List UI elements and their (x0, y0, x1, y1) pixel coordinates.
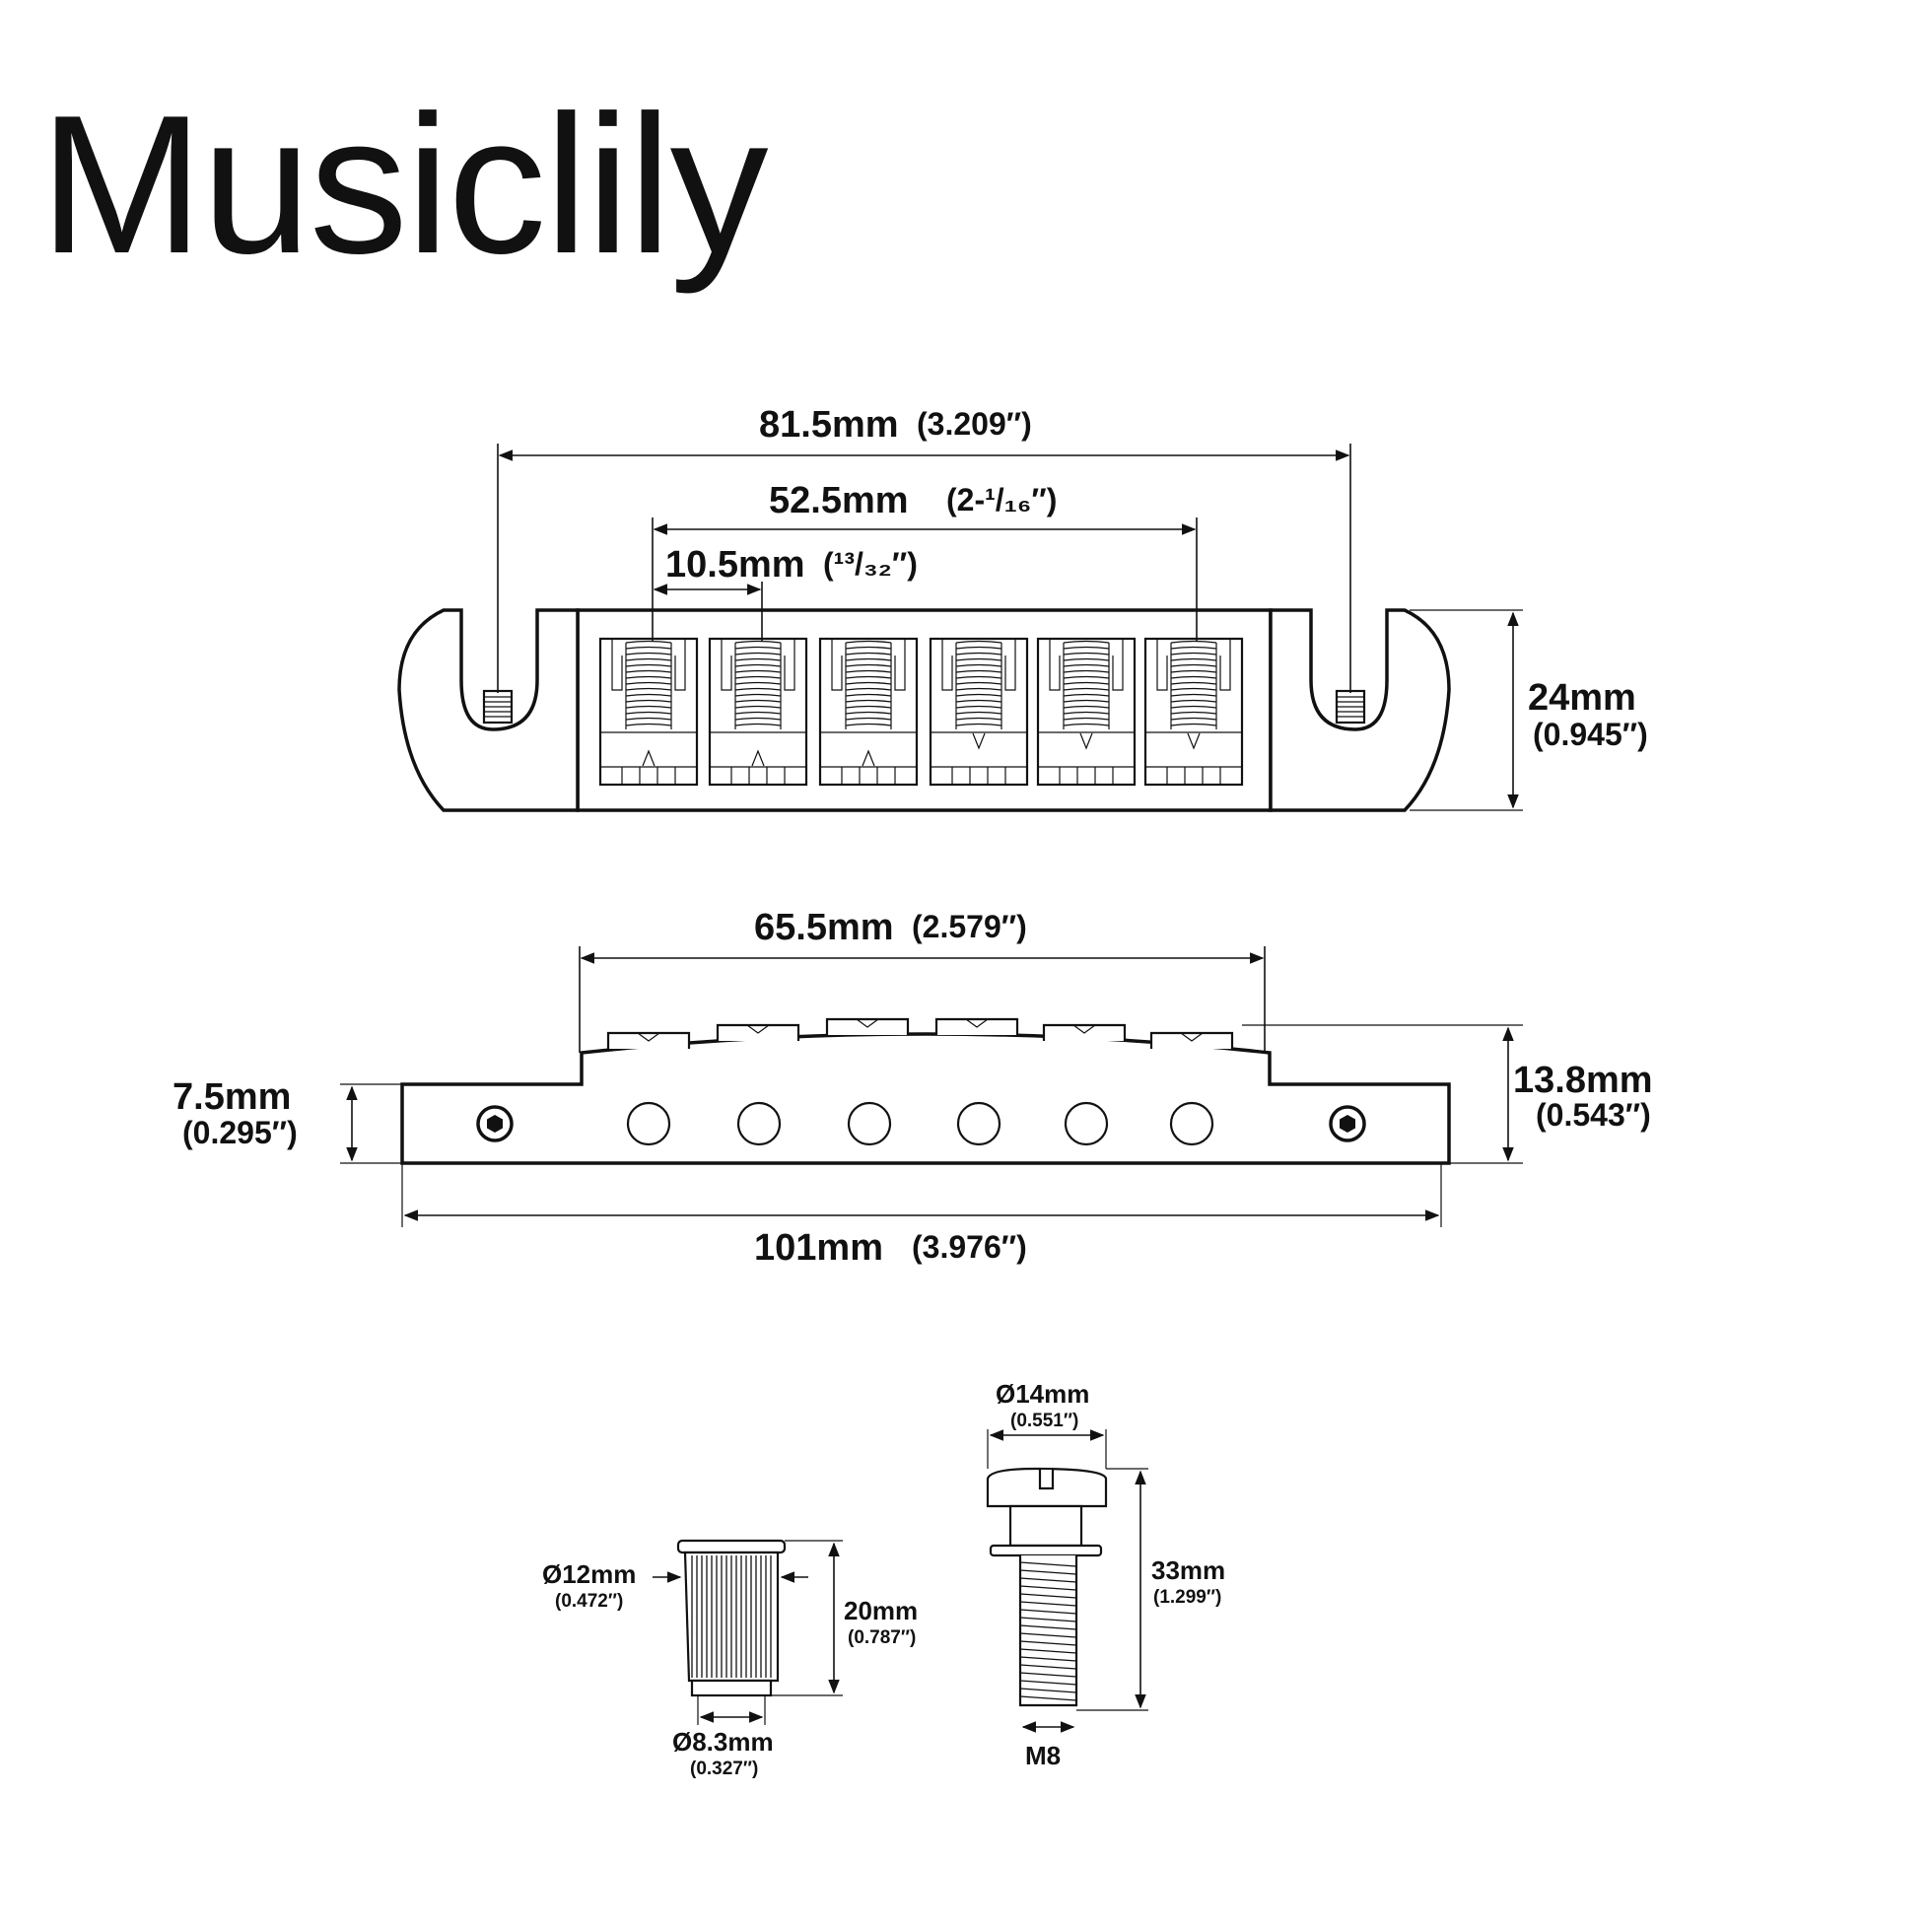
right-wing (1269, 608, 1451, 812)
left-stud-thread (482, 689, 514, 724)
saddle-side-3 (825, 1017, 910, 1035)
saddle-top-1 (598, 637, 699, 787)
length-in: (3.976″) (912, 1229, 1027, 1265)
intonation-hole-6 (1169, 1101, 1214, 1146)
intonation-hole-2 (736, 1101, 782, 1146)
base-height-in: (0.295″) (182, 1115, 298, 1150)
intonation-hole-5 (1064, 1101, 1109, 1146)
anchor-knurling (691, 1555, 772, 1678)
stud-length-in: (1.299″) (1153, 1587, 1221, 1608)
anchor-inner-diameter-in: (0.327″) (690, 1759, 758, 1779)
saddle-top-5 (1036, 637, 1137, 787)
string-spacing-in: (¹³/₃₂″) (823, 546, 918, 582)
saddle-side-4 (934, 1017, 1019, 1035)
brand-logo: Musiclily (39, 75, 769, 295)
saddle-side-5 (1042, 1023, 1127, 1041)
length-mm: 101mm (754, 1227, 883, 1269)
anchor-flange (676, 1539, 787, 1554)
left-hex-screw (476, 1105, 514, 1142)
intonation-holes (626, 1101, 1214, 1146)
saddle-top-2 (708, 637, 808, 787)
left-wing (397, 608, 580, 812)
stud-thread-size: M8 (1025, 1741, 1061, 1770)
stud-head-diameter-mm: Ø14mm (996, 1379, 1089, 1409)
saddle-top-3 (818, 637, 919, 787)
stud-washer (989, 1544, 1103, 1557)
post-spacing-in: (3.209″) (917, 406, 1032, 442)
base-height-mm: 7.5mm (172, 1076, 291, 1118)
string-spacing-mm: 10.5mm (665, 544, 805, 586)
intonation-hole-1 (626, 1101, 671, 1146)
saddle-side-1 (606, 1031, 691, 1049)
saddle-top-6 (1143, 637, 1244, 787)
right-stud-thread (1335, 689, 1366, 724)
stud-thread-lines (1019, 1561, 1077, 1701)
intonation-hole-3 (847, 1101, 892, 1146)
saddles-top (598, 637, 1244, 787)
mounting-stud: Ø14mm (0.551″) 33mm (1.299″) M8 (986, 1379, 1225, 1770)
anchor-length-mm: 20mm (844, 1596, 918, 1625)
right-hex-screw (1329, 1105, 1366, 1142)
bridge-side-outline (400, 1032, 1451, 1165)
string-span-in: (2-¹/₁₆″) (946, 482, 1057, 518)
saddle-span-mm: 65.5mm (754, 907, 894, 948)
saddle-top-4 (929, 637, 1029, 787)
anchor-outer-diameter-in: (0.472″) (555, 1591, 623, 1612)
saddle-span-in: (2.579″) (912, 909, 1027, 944)
post-spacing-mm: 81.5mm (759, 404, 899, 446)
saddles-side (606, 1017, 1234, 1049)
saddle-side-6 (1149, 1031, 1234, 1049)
string-span-mm: 52.5mm (769, 480, 909, 521)
anchor-length-in: (0.787″) (848, 1627, 916, 1648)
side-view: 65.5mm (2.579″) 7.5mm (0.295″) 13.8mm (0… (172, 907, 1653, 1269)
top-view: 81.5mm (3.209″) 52.5mm (2-¹/₁₆″) 10.5mm … (397, 404, 1648, 812)
stud-head-diameter-in: (0.551″) (1010, 1411, 1078, 1431)
stud-anchor: Ø12mm (0.472″) 20mm (0.787″) Ø8.3mm (0.3… (542, 1539, 918, 1779)
depth-mm: 24mm (1528, 677, 1636, 719)
saddle-side-2 (716, 1023, 800, 1041)
anchor-inner-diameter-mm: Ø8.3mm (672, 1727, 774, 1757)
depth-in: (0.945″) (1533, 717, 1648, 752)
total-height-in: (0.543″) (1536, 1097, 1651, 1133)
anchor-outer-diameter-mm: Ø12mm (542, 1559, 636, 1589)
total-height-mm: 13.8mm (1513, 1060, 1653, 1101)
intonation-hole-4 (956, 1101, 1001, 1146)
stud-length-mm: 33mm (1151, 1555, 1225, 1585)
